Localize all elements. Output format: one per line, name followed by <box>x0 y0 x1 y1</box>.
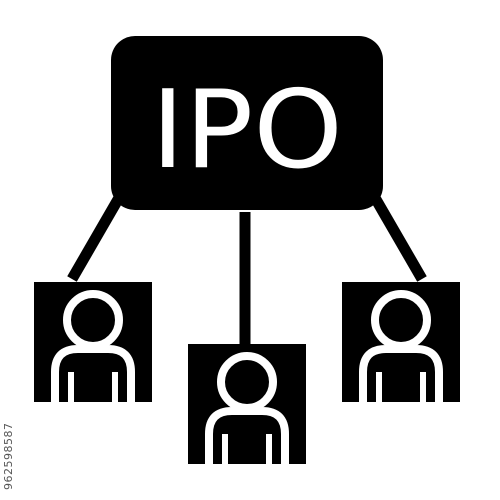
person-head-icon <box>63 290 123 350</box>
person-card-right <box>342 282 460 402</box>
person-head-icon <box>217 352 277 412</box>
person-head-icon <box>371 290 431 350</box>
stock-id-watermark: 962598587 <box>2 422 15 491</box>
ipo-label: IPO <box>151 68 343 193</box>
ipo-box-background <box>111 36 383 210</box>
person-body-icon <box>359 345 443 402</box>
person-card-center <box>188 344 306 464</box>
ipo-box: IPO <box>111 36 383 210</box>
person-body-icon <box>51 345 135 402</box>
connector-lines <box>67 193 427 344</box>
person-card-left <box>34 282 152 402</box>
connector-right <box>369 193 427 282</box>
person-body-icon <box>205 407 289 464</box>
connector-left <box>67 193 125 282</box>
